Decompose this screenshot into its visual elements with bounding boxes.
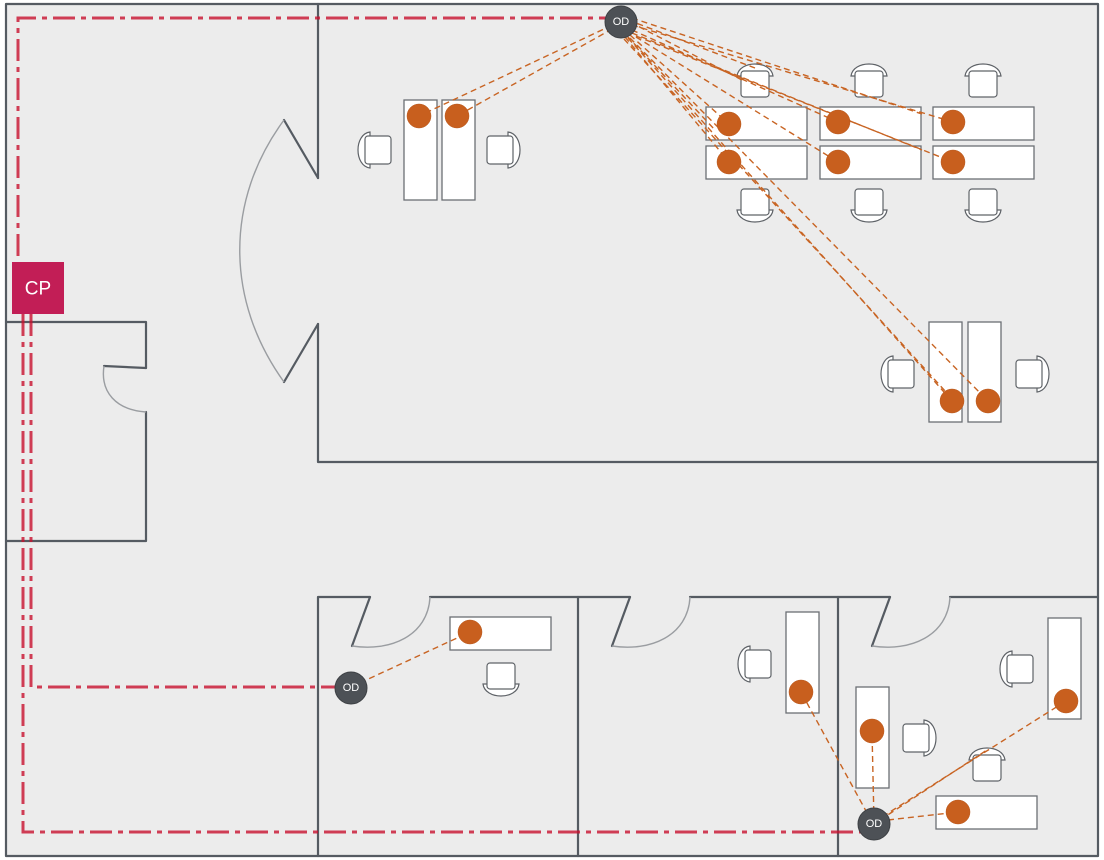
backbone-office1 [29, 314, 338, 689]
backbone-top [16, 16, 621, 276]
office3-door-arc [871, 596, 951, 648]
outer-wall [4, 2, 1100, 858]
od-office3: OD [857, 807, 891, 841]
chair [850, 188, 888, 223]
outlet [716, 149, 742, 175]
office1-west-wall [316, 595, 372, 858]
horizontal-links [350, 17, 1067, 823]
small-room-east-south-wall [4, 410, 148, 543]
small-room-door-arc [102, 365, 147, 413]
small-room-door-flap [102, 364, 148, 370]
od-office1: OD [334, 671, 368, 705]
links-od-top [418, 17, 989, 402]
door-flap-lower [282, 322, 320, 384]
outlet [444, 103, 470, 129]
outlet [406, 103, 432, 129]
outlet [945, 799, 971, 825]
outlet [716, 111, 742, 137]
outlet [1053, 688, 1079, 714]
outlets [406, 103, 1079, 825]
backbone-cabling [16, 16, 862, 834]
chair [968, 747, 1006, 782]
outlet [940, 109, 966, 135]
small-room-north-wall [4, 320, 148, 370]
chair [902, 719, 937, 757]
chairs [357, 63, 1050, 782]
office1-door-arc [351, 596, 431, 648]
chair [486, 131, 521, 169]
office1-door-flap [350, 595, 372, 648]
outlet [825, 149, 851, 175]
office2-door-arc [611, 596, 691, 648]
od-label: OD [343, 682, 360, 694]
chair [737, 645, 772, 683]
link-od-office1 [350, 631, 471, 688]
cp-label: CP [25, 279, 51, 300]
double-door-arc [239, 119, 285, 383]
cp-box [12, 262, 64, 314]
office3-door-flap [870, 595, 892, 648]
consolidation-point: CP [12, 262, 64, 314]
outlet [859, 718, 885, 744]
od-label: OD [866, 818, 883, 830]
od-label: OD [613, 16, 630, 28]
outlet [940, 149, 966, 175]
chair [964, 188, 1002, 223]
links-od-office3 [800, 691, 1067, 823]
open-office-south-wall [316, 322, 1100, 464]
office2-door-flap [610, 595, 632, 648]
outlet [975, 388, 1001, 414]
chair [880, 355, 915, 393]
chair [999, 650, 1034, 688]
chair [850, 63, 888, 98]
od-top: OD [604, 5, 638, 39]
walls [4, 2, 1100, 858]
outlet [939, 388, 965, 414]
chair [357, 131, 392, 169]
chair [964, 63, 1002, 98]
chair [482, 662, 520, 697]
outlet [788, 679, 814, 705]
chair [736, 188, 774, 223]
outlet [457, 619, 483, 645]
chair [736, 63, 774, 98]
chair [1015, 355, 1050, 393]
backbone-bottom [21, 314, 862, 834]
outlet [825, 109, 851, 135]
door-flap-upper [282, 118, 320, 180]
